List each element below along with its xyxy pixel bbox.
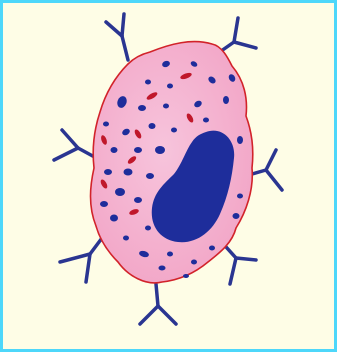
receptor-bottom-icon [140,284,176,324]
receptor-right-icon [252,150,282,190]
receptor-top-left-icon [106,14,128,60]
